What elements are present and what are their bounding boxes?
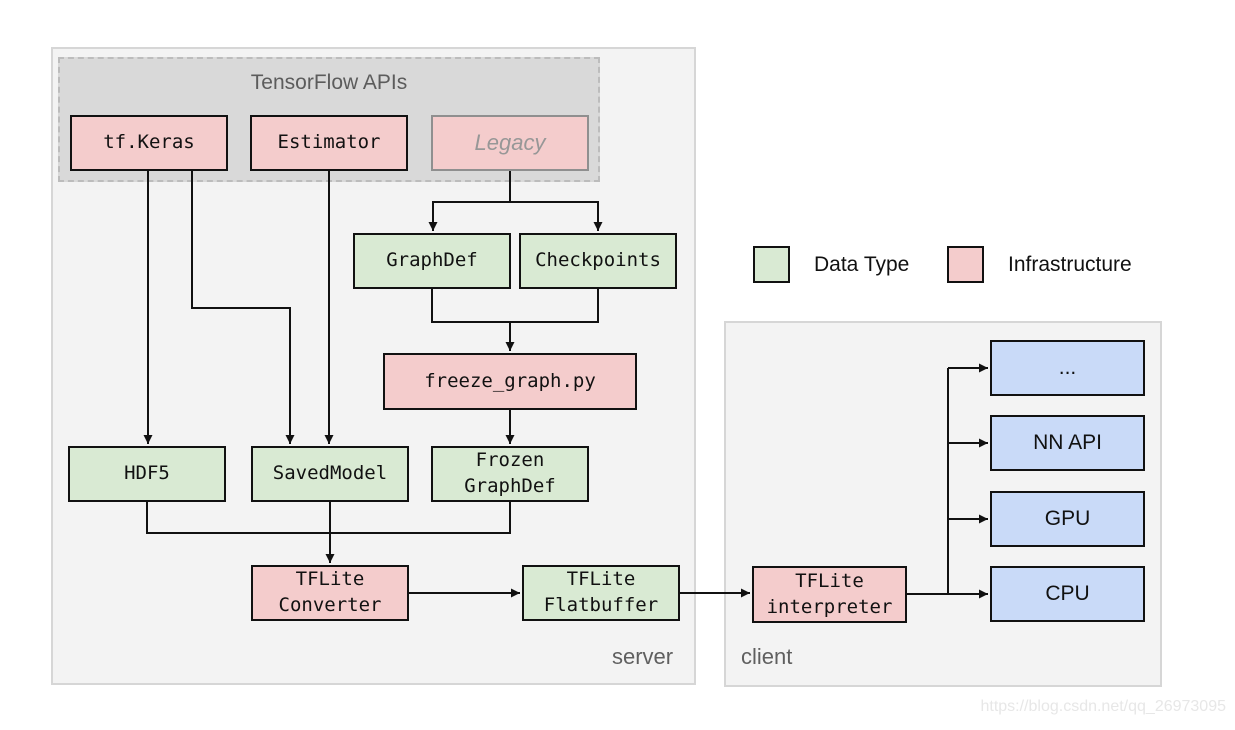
node-tf-keras: tf.Keras xyxy=(70,115,228,171)
node-delegate-cpu: CPU xyxy=(990,566,1145,622)
node-graphdef: GraphDef xyxy=(353,233,511,289)
node-delegate-nnapi: NN API xyxy=(990,415,1145,471)
node-tflite-interpreter: TFLite interpreter xyxy=(752,566,907,623)
node-legacy: Legacy xyxy=(431,115,589,171)
legend-data-type-swatch xyxy=(753,246,790,283)
node-tflite-converter: TFLite Converter xyxy=(251,565,409,621)
tensorflow-apis-title: TensorFlow APIs xyxy=(250,71,408,94)
node-tflite-flatbuffer: TFLite Flatbuffer xyxy=(522,565,680,621)
legend-data-type-label: Data Type xyxy=(814,253,910,276)
legacy-to-checkpoints-arrow xyxy=(510,201,603,231)
node-frozen-graphdef: Frozen GraphDef xyxy=(431,446,589,502)
node-freeze-graph: freeze_graph.py xyxy=(383,353,637,410)
node-hdf5: HDF5 xyxy=(68,446,226,502)
legend-infrastructure-label: Infrastructure xyxy=(1008,253,1132,276)
legend-infrastructure-swatch xyxy=(947,246,984,283)
node-estimator: Estimator xyxy=(250,115,408,171)
client-label: client xyxy=(741,644,793,669)
model-merge-line xyxy=(146,502,511,534)
graphdef-checkpoints-merge-line xyxy=(431,289,599,323)
interpreter-delegate-trunk-line xyxy=(907,368,949,595)
watermark-url: https://blog.csdn.net/qq_26973095 xyxy=(980,698,1226,715)
keras-to-savedmodel-arrow xyxy=(191,171,295,444)
server-label: server xyxy=(612,644,674,669)
legacy-to-graphdef-arrow xyxy=(428,171,511,231)
node-delegate-gpu: GPU xyxy=(990,491,1145,547)
node-checkpoints: Checkpoints xyxy=(519,233,677,289)
node-savedmodel: SavedModel xyxy=(251,446,409,502)
node-delegate-ellipsis: ... xyxy=(990,340,1145,396)
